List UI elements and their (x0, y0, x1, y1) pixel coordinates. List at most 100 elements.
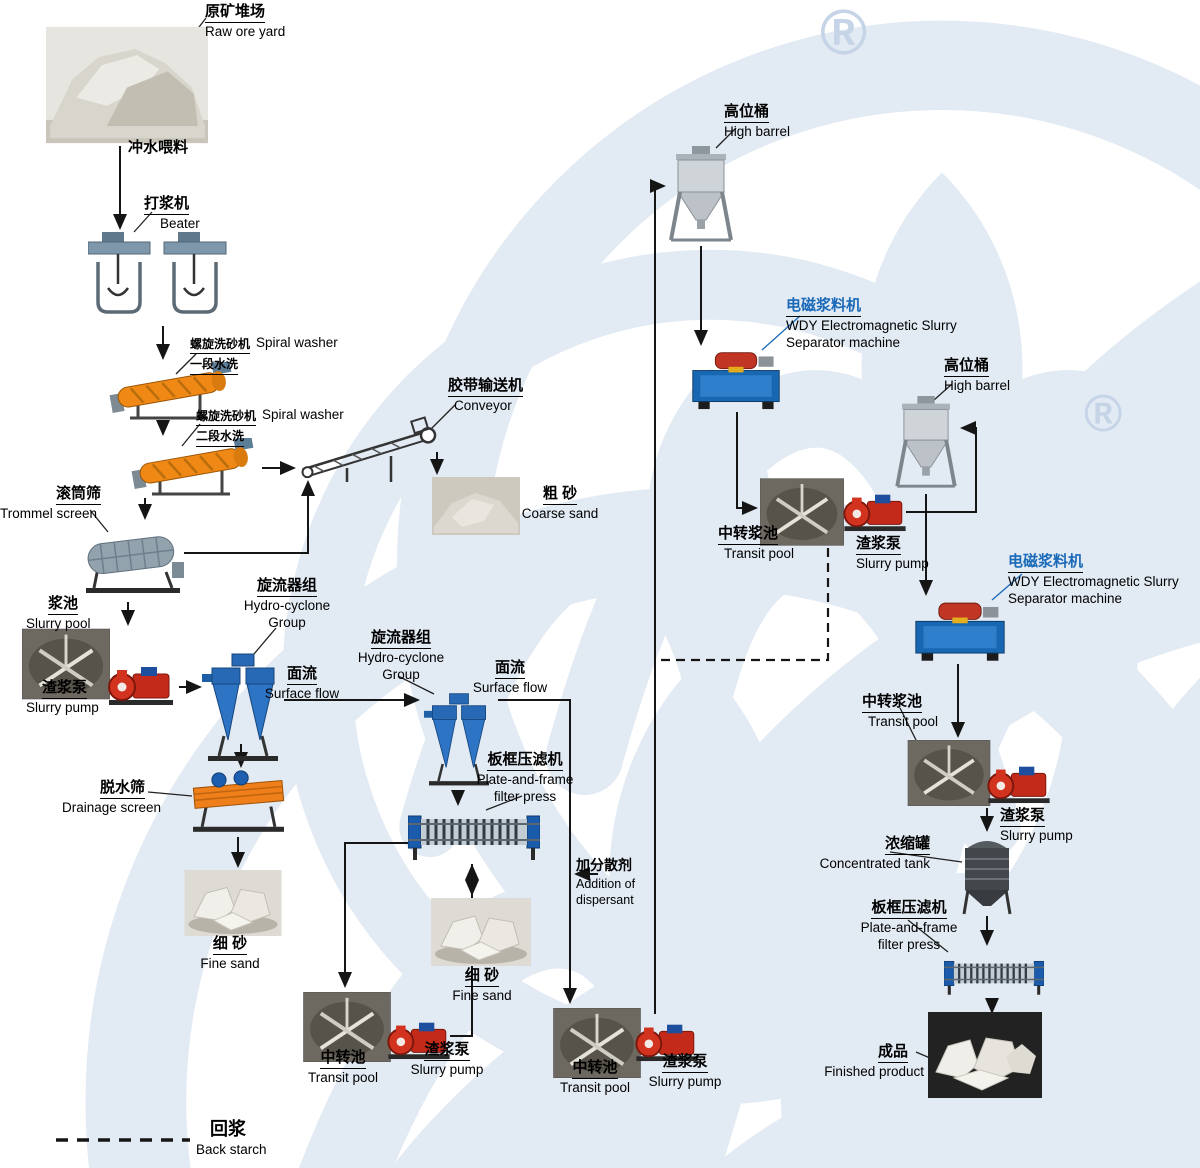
label-en: Slurry pump (26, 700, 99, 716)
label-cn2: 二段水洗 (196, 429, 245, 447)
beater-icon (88, 232, 228, 324)
label-en2: dispersant (576, 893, 634, 908)
label-en: Coarse sand (521, 506, 599, 522)
label-cn: 打浆机 (144, 194, 190, 216)
slurry-pump-right-2-icon (986, 760, 1052, 804)
label-cn: 中转池 (572, 1058, 618, 1080)
label-transit-pool-2: 中转池 Transit pool (548, 1058, 642, 1096)
label-cn: 高位桶 (724, 102, 770, 124)
label-en: Drainage screen (62, 800, 162, 816)
label-en: Slurry pump (1000, 828, 1073, 844)
label-en2: Separator machine (1008, 591, 1123, 607)
label-spiral-washer-1: 螺旋洗砂机 一段水洗 Spiral washer (190, 334, 338, 375)
label-en: Beater (160, 216, 200, 232)
label-cn: 中转池 (320, 1048, 366, 1070)
label-en: Transit pool (559, 1080, 631, 1096)
label-concentrated-tank: 浓缩罐 Concentrated tank (778, 834, 930, 872)
label-slurry-pump-left: 渣浆泵 Slurry pump (26, 678, 99, 716)
label-cn: 面流 (286, 664, 317, 686)
label-cn: 旋流器组 (370, 628, 431, 650)
label-fine-sand-1: 细 砂 Fine sand (186, 934, 274, 972)
label-en2: Group (268, 615, 306, 631)
label-slurry-pump-bottom-2: 渣浆泵 Slurry pump (638, 1052, 732, 1090)
label-slurry-pool: 浆池 Slurry pool (26, 594, 91, 632)
label-cn: 渣浆泵 (856, 534, 902, 556)
label-cn: 冲水喂料 (128, 139, 189, 156)
label-en: Spiral washer (262, 407, 344, 422)
label-cn: 螺旋洗砂机 (196, 409, 257, 427)
filter-press-2-icon (944, 948, 1044, 1002)
label-en: Back starch (196, 1142, 267, 1158)
label-en: Fine sand (200, 956, 260, 972)
label-cn-lines: 螺旋洗砂机 一段水洗 (190, 334, 251, 375)
label-cn: 渣浆泵 (662, 1052, 708, 1074)
label-raw-ore-yard: 原矿堆场 Raw ore yard (205, 2, 285, 40)
label-en: Surface flow (264, 686, 340, 702)
label-en2: Separator machine (786, 335, 901, 351)
label-cn: 渣浆泵 (1000, 806, 1046, 828)
label-en: Raw ore yard (205, 24, 286, 40)
label-en: Slurry pump (856, 556, 929, 572)
label-en: Addition of (576, 877, 636, 892)
label-en: Surface flow (472, 680, 548, 696)
label-transit-pool-1: 中转池 Transit pool (296, 1048, 390, 1086)
label-en: Slurry pump (648, 1074, 722, 1090)
label-cn: 胶带输送机 (448, 376, 524, 398)
label-en: WDY Electromagnetic Slurry (786, 318, 957, 334)
label-cn: 浆池 (48, 594, 79, 616)
label-cn: 板框压滤机 (871, 898, 947, 920)
label-high-barr el-2: 高位桶 High barrel (944, 356, 1010, 394)
label-cn: 成品 (877, 1042, 908, 1064)
label-en: Transit pool (868, 714, 939, 730)
label-en: Trommel screen (0, 506, 98, 522)
label-trommel-screen: 滚筒筛 Trommel screen (0, 484, 102, 522)
label-cn: 滚筒筛 (56, 484, 102, 506)
fine-sand-1-photo (184, 870, 282, 936)
label-transit-slurry-pool-1: 中转浆池 Transit pool (718, 524, 794, 562)
label-transit-slurry-pool-2: 中转浆池 Transit pool (862, 692, 938, 730)
coarse-sand-photo (432, 477, 520, 535)
label-filter-press-2: 板框压滤机 Plate-and-frame filter press (846, 898, 972, 954)
label-cn: 旋流器组 (256, 576, 317, 598)
label-en2: Group (382, 667, 420, 683)
label-en: Slurry pool (26, 616, 91, 632)
label-slurry-pump-bottom-1: 渣浆泵 Slurry pump (400, 1040, 494, 1078)
label-spiral-washer-2: 螺旋洗砂机 二段水洗 Spiral washer (196, 406, 344, 447)
label-surface-flow-1: 面流 Surface flow (252, 664, 352, 702)
label-cn: 细 砂 (464, 966, 500, 988)
label-cn: 渣浆泵 (42, 678, 88, 700)
label-cn-lines: 螺旋洗砂机 二段水洗 (196, 406, 257, 447)
label-finished-product: 成品 Finished product (798, 1042, 924, 1080)
label-cn: 浓缩罐 (884, 834, 930, 856)
label-flush-feed: 冲水喂料 (128, 138, 188, 158)
filter-press-1-icon (408, 806, 540, 862)
label-em-separator-2: 电磁浆料机 WDY Electromagnetic Slurry Separat… (1008, 552, 1200, 608)
raw-ore-yard-photo (46, 26, 208, 144)
label-en2: filter press (493, 789, 557, 805)
label-cn2: 一段水洗 (190, 357, 239, 375)
label-en: Conveyor (454, 398, 512, 414)
high-barrel-2-icon (892, 396, 960, 492)
label-hydrocyclone-1: 旋流器组 Hydro-cyclone Group (228, 576, 346, 632)
label-en: Fine sand (452, 988, 512, 1004)
label-slurry-pump-right-2: 渣浆泵 Slurry pump (1000, 806, 1073, 844)
label-en: Plate-and-frame (860, 920, 958, 936)
label-cn: 板框压滤机 (487, 750, 563, 772)
label-cn: 回浆 (210, 1119, 246, 1139)
label-en: Hydro-cyclone (357, 650, 445, 666)
label-filter-press-1: 板框压滤机 Plate-and-frame filter press (468, 750, 582, 806)
label-cn: 原矿堆场 (205, 2, 266, 24)
label-en: Concentrated tank (819, 856, 930, 872)
label-cn: 细 砂 (212, 934, 248, 956)
drainage-screen-icon (190, 768, 287, 835)
label-cn: 螺旋洗砂机 (190, 337, 251, 355)
label-high-barrel-1: 高位桶 High barrel (724, 102, 790, 140)
registered-mark-icon: ® (1084, 385, 1123, 443)
label-cn: 脱水筛 (100, 778, 146, 800)
label-cn: 粗 砂 (542, 484, 578, 506)
label-en: Spiral washer (256, 335, 338, 350)
trommel-screen-icon (82, 522, 184, 600)
label-drainage-screen: 脱水筛 Drainage screen (62, 778, 161, 816)
label-conveyor: 胶带输送机 Conveyor (448, 376, 524, 414)
